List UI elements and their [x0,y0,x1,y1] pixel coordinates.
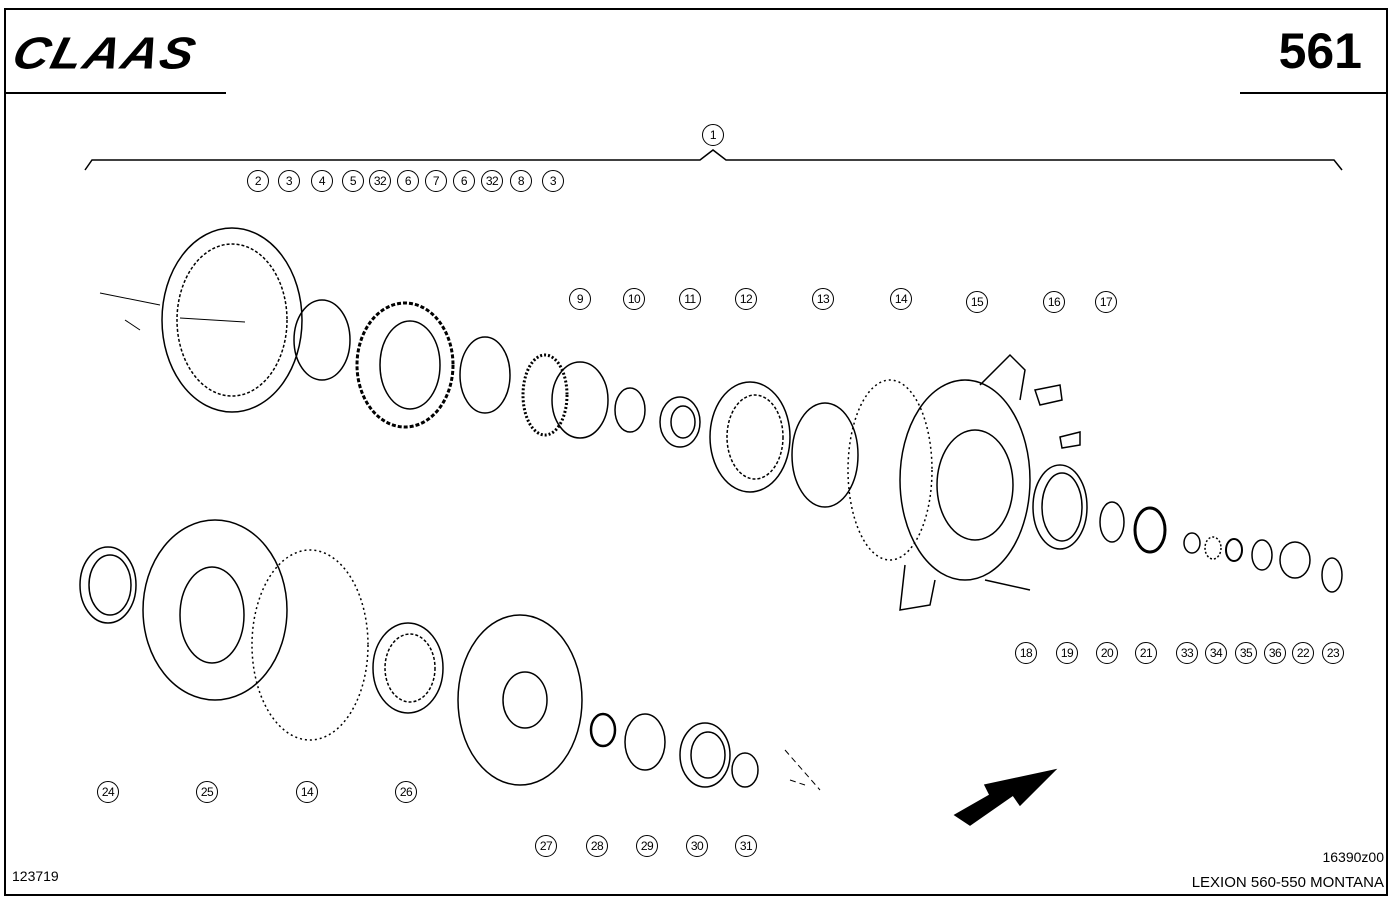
callout-item: 29 [636,835,658,857]
planet-gear-8 [355,301,455,429]
carrier-9 [521,353,609,439]
assembly-bracket [84,149,1343,171]
circlip-10 [614,387,646,433]
o-ring-13 [791,402,859,508]
callout-item: 21 [1135,642,1157,664]
callout-item: 10 [623,288,645,310]
callout-item: 5 [342,170,364,192]
callout-item: 27 [535,835,557,857]
gasket-14b [251,549,369,741]
bearing-11 [659,396,701,448]
drawing-frame [4,8,1388,896]
ring-23 [1321,557,1343,593]
callout-item: 26 [395,781,417,803]
callout-item: 1 [702,124,724,146]
snap-ring-3 [293,299,351,381]
callout-item: 8 [510,170,532,192]
plug-16 [1034,384,1063,406]
header-rule-right [1240,92,1386,94]
carrier-27 [457,614,583,786]
callout-item: 15 [966,291,988,313]
callout-item: 30 [686,835,708,857]
callout-item: 14 [890,288,912,310]
disc-34 [1204,536,1222,560]
callout-item: 11 [679,288,701,310]
seal-19 [1032,464,1088,550]
callout-item: 32 [481,170,503,192]
callout-item: 2 [247,170,269,192]
callout-item: 14 [296,781,318,803]
callout-item: 28 [586,835,608,857]
callout-item: 7 [425,170,447,192]
callout-item: 18 [1015,642,1037,664]
o-ring-20 [1099,501,1125,543]
ring-gear-2 [161,227,303,413]
callout-item: 9 [569,288,591,310]
callout-item: 34 [1205,642,1227,664]
bearing-26 [372,622,444,714]
bearing-12 [709,381,791,493]
housing-25 [142,519,288,701]
plug-17 [1059,431,1081,449]
snap-ring-3b [459,336,511,414]
callout-item: 16 [1043,291,1065,313]
callout-item: 23 [1322,642,1344,664]
callout-item: 22 [1292,642,1314,664]
callout-item: 12 [735,288,757,310]
circlip-29 [624,713,666,771]
o-ring-36 [1251,539,1273,571]
callout-item: 19 [1056,642,1078,664]
callout-item: 4 [311,170,333,192]
callout-item: 17 [1095,291,1117,313]
bushing-28 [589,712,617,748]
filter-35 [1225,538,1243,562]
bearing-30 [679,722,731,788]
cover-22 [1279,541,1311,579]
ring-33 [1183,532,1201,554]
callout-item: 20 [1096,642,1118,664]
figure-code: 16390z00 [1322,849,1384,865]
callout-item: 36 [1264,642,1286,664]
callout-item: 25 [196,781,218,803]
seal-24 [79,546,137,624]
sleeve-21 [1133,506,1167,554]
callout-item: 31 [735,835,757,857]
callout-item: 6 [453,170,475,192]
direction-arrow [953,768,1058,826]
gasket-14 [847,379,933,561]
callout-item: 13 [812,288,834,310]
callout-item: 35 [1235,642,1257,664]
callout-item: 33 [1176,642,1198,664]
model-name: LEXION 560-550 MONTANA [1191,874,1384,891]
page-number: 561 [1278,23,1362,79]
ring-31 [731,752,759,788]
callout-item: 24 [97,781,119,803]
callout-item: 6 [397,170,419,192]
bolt-18 [984,579,1031,591]
callout-item: 3 [278,170,300,192]
housing-15 [899,353,1031,611]
callout-item: 32 [369,170,391,192]
callout-item: 3 [542,170,564,192]
drawing-number: 123719 [12,868,59,884]
header-rule-left [4,92,226,94]
